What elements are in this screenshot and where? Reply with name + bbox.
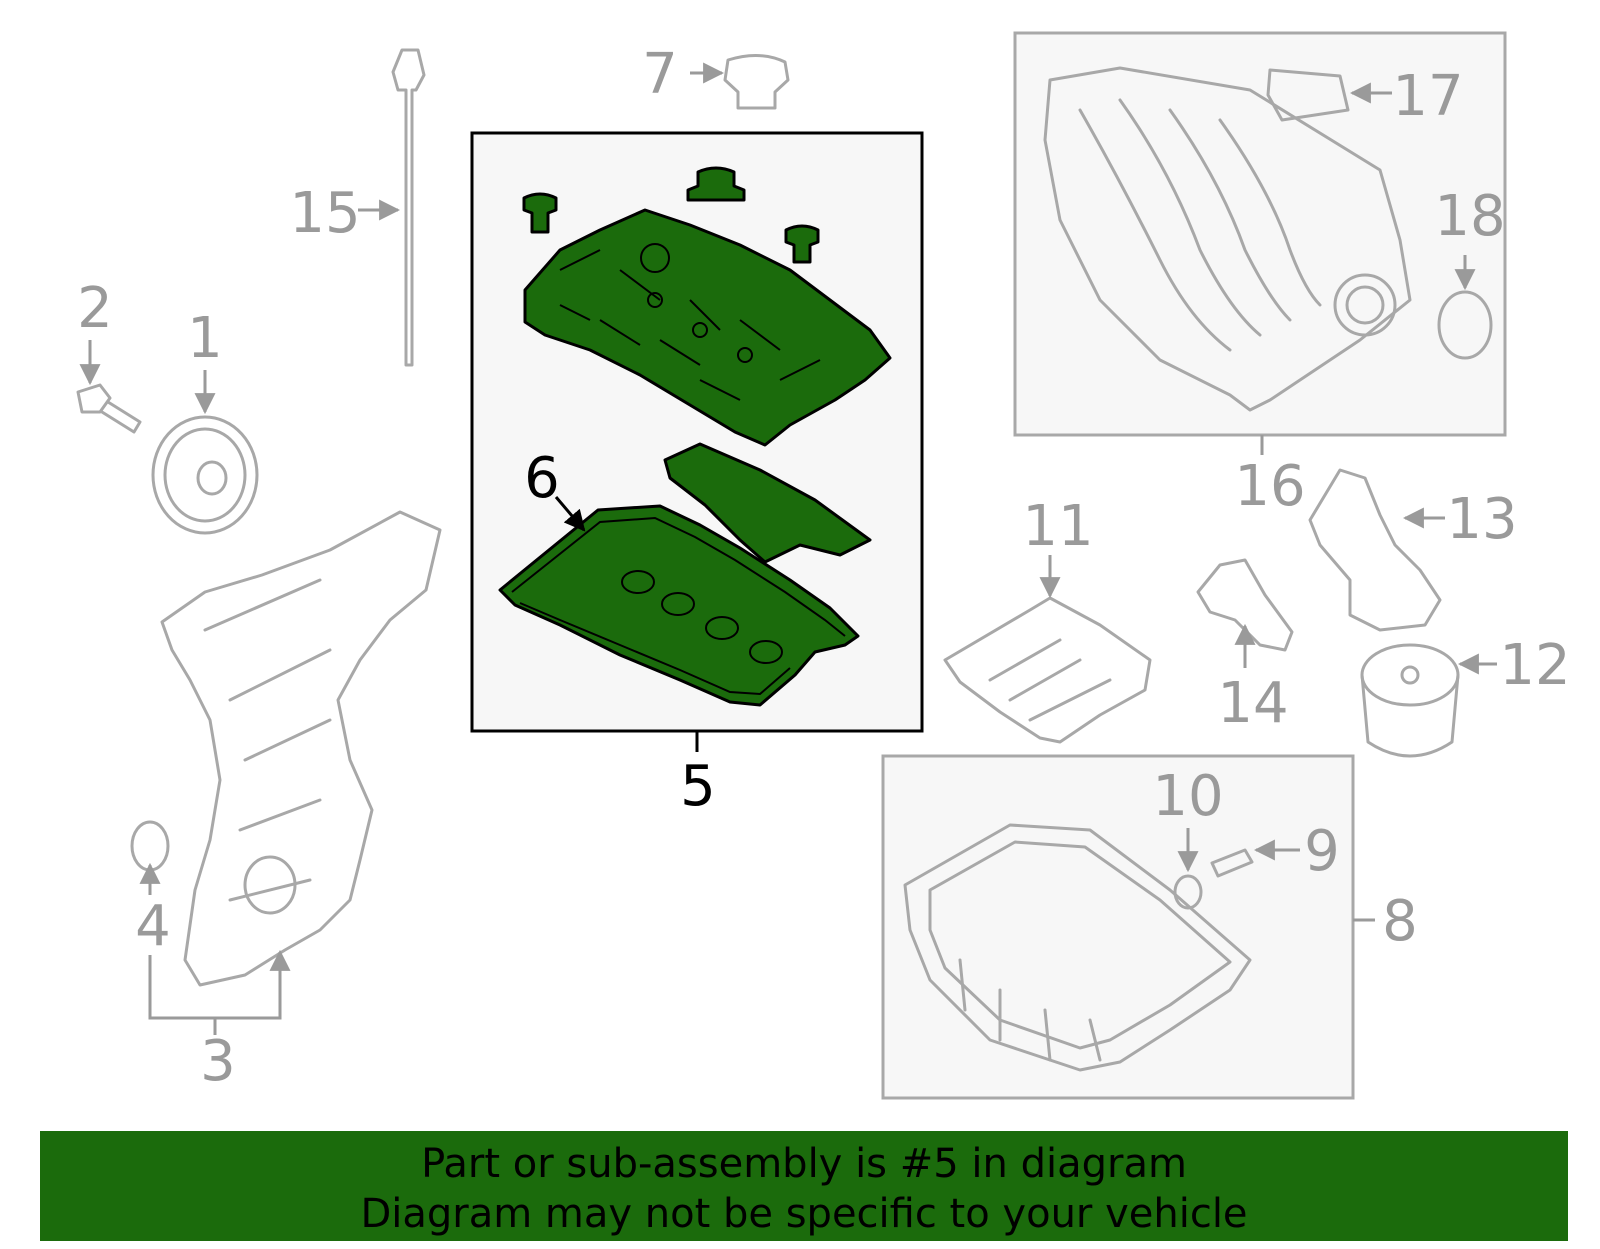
- callout-labels: 1 2 3 4 5 6 7 8 9 10 11 12 13 14 15 16 1…: [77, 42, 1570, 1094]
- right-parts-group: [943, 468, 1460, 758]
- grommet-right: [784, 224, 820, 264]
- washer-10: [1173, 874, 1203, 910]
- filler-cap-7: [723, 54, 790, 110]
- callout-8: 8: [1382, 889, 1418, 954]
- callout-9: 9: [1304, 819, 1340, 884]
- callout-13: 13: [1446, 487, 1517, 552]
- gasket-14: [1196, 558, 1294, 652]
- valve-cover-gasket-6: [498, 504, 860, 707]
- callout-3: 3: [200, 1029, 236, 1094]
- callout-16: 16: [1234, 454, 1305, 519]
- callout-1: 1: [187, 306, 223, 371]
- callout-11: 11: [1022, 494, 1093, 559]
- drain-plug-9: [1210, 848, 1254, 878]
- callout-6: 6: [524, 446, 560, 511]
- leader-lines: [79, 62, 1497, 1035]
- dipstick-15: [391, 48, 426, 367]
- grommet-center: [686, 166, 746, 202]
- oil-filter-12: [1360, 643, 1460, 758]
- left-parts-group: [76, 48, 790, 987]
- callout-10: 10: [1152, 764, 1223, 829]
- banner-line-2: Diagram may not be specific to your vehi…: [360, 1191, 1248, 1237]
- callout-4: 4: [135, 894, 171, 959]
- seal-4: [130, 820, 170, 872]
- valve-cover-assembly-group: [470, 131, 924, 733]
- info-banner: Part or sub-assembly is #5 in diagram Di…: [40, 1131, 1568, 1241]
- callout-7: 7: [642, 42, 678, 107]
- grommet-left: [522, 192, 558, 234]
- callout-18: 18: [1434, 184, 1505, 249]
- callout-12: 12: [1499, 633, 1570, 698]
- callout-14: 14: [1217, 671, 1288, 736]
- heat-shield: [663, 442, 872, 564]
- bracket-11: [943, 596, 1152, 744]
- gasket-17: [1266, 68, 1350, 122]
- oil-filter-adapter-13: [1308, 468, 1442, 632]
- callout-17: 17: [1392, 64, 1463, 129]
- parts-diagram: 1 2 3 4 5 6 7 8 9 10 11 12 13 14 15 16 1…: [76, 31, 1571, 1100]
- pulley-1: [151, 415, 259, 535]
- o-ring-18: [1437, 290, 1493, 360]
- callout-15: 15: [289, 181, 360, 246]
- callout-5: 5: [680, 754, 716, 819]
- intake-manifold-group: [1013, 31, 1507, 437]
- oil-pan-group: [881, 754, 1355, 1100]
- bolt-2: [76, 383, 142, 434]
- callout-2: 2: [77, 276, 113, 341]
- timing-cover-3: [160, 510, 442, 987]
- banner-line-1: Part or sub-assembly is #5 in diagram: [421, 1141, 1187, 1187]
